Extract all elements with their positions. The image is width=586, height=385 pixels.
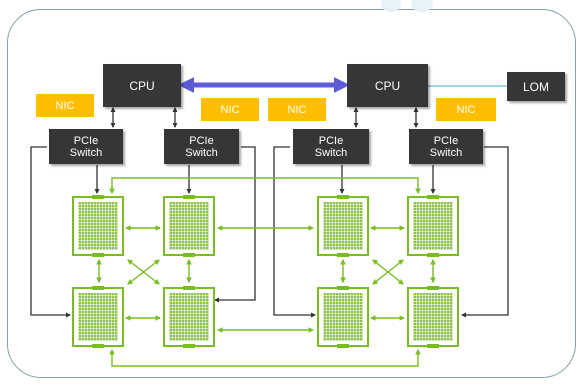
gpu-chip [72, 286, 124, 348]
decorative-circle [411, 0, 433, 12]
gpu-link [127, 259, 160, 285]
diagram-frame [7, 9, 576, 378]
pcie-switch-label: PCIe Switch [185, 134, 218, 159]
pcie-switch-label: PCIe Switch [69, 134, 103, 159]
gpu-chip [163, 195, 215, 257]
gpu-link [372, 259, 404, 285]
pcie-switch-1: PCIe Switch [49, 129, 123, 164]
pcie-switch-label: PCIe Switch [314, 134, 348, 159]
nic-label: NIC [456, 103, 476, 116]
gpu-link [109, 348, 421, 367]
nic-box-2: NIC [201, 98, 259, 121]
lom-label: LOM [522, 79, 549, 94]
nic-label: NIC [220, 103, 240, 116]
pcie-switch-label: PCIe Switch [429, 134, 463, 159]
pcie-gpu-link [213, 146, 256, 303]
pcie-switch-3: PCIe Switch [293, 129, 369, 164]
gpu-chip [163, 286, 215, 348]
decorative-circle [381, 0, 401, 12]
pcie-switch-2: PCIe Switch [164, 129, 239, 164]
pcie-gpu-link [460, 146, 509, 318]
nic-label: NIC [287, 103, 307, 116]
gpu-chip [72, 195, 124, 257]
gpu-chip [317, 286, 369, 348]
pcie-gpu-link [273, 146, 317, 318]
gpu-chip [407, 286, 459, 348]
gpu-link [109, 177, 421, 195]
pcie-gpu-link [30, 146, 72, 318]
nic-label: NIC [55, 99, 75, 112]
lom-box: LOM [507, 72, 565, 101]
cpu-left-label: CPU [129, 78, 155, 93]
gpu-chip [317, 195, 369, 257]
nic-box-4: NIC [436, 98, 496, 121]
pcie-switch-4: PCIe Switch [409, 129, 483, 164]
nic-box-1: NIC [36, 94, 94, 117]
cpu-right-label: CPU [374, 78, 401, 93]
cpu-left: CPU [103, 64, 181, 107]
cpu-right: CPU [347, 64, 428, 107]
gpu-chip [407, 195, 459, 257]
nic-box-3: NIC [268, 98, 326, 121]
